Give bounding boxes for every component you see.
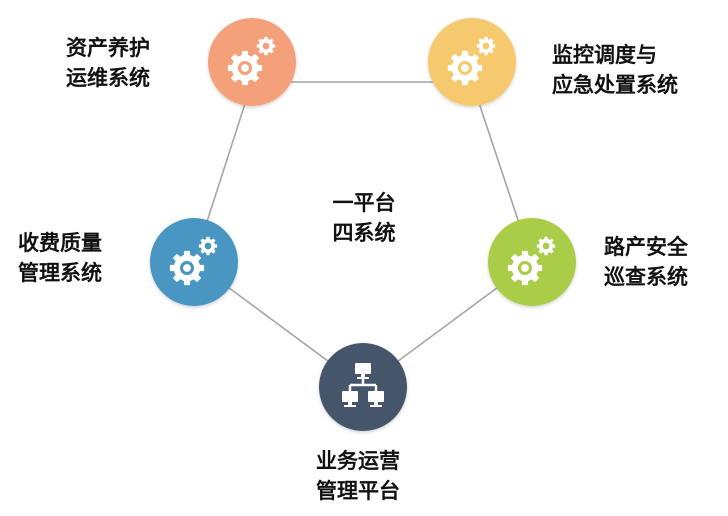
center-title-line2: 四系统: [332, 221, 396, 245]
label-monitor: 监控调度与 应急处置系统: [552, 40, 678, 100]
gears-icon: [447, 36, 496, 86]
gears-icon: [227, 36, 276, 86]
center-title-line1: 一平台: [332, 191, 396, 215]
node-business-circle: [319, 343, 407, 431]
network-icon: [342, 363, 384, 407]
label-asset-line1: 资产养护: [66, 36, 150, 60]
label-toll-line2: 管理系统: [18, 261, 102, 285]
label-toll-line1: 收费质量: [18, 231, 102, 255]
gears-icon: [507, 236, 556, 286]
node-business[interactable]: [319, 343, 407, 431]
label-monitor-line2: 应急处置系统: [552, 73, 678, 97]
gears-icon: [169, 236, 218, 286]
label-monitor-line1: 监控调度与: [552, 43, 657, 67]
label-business-line2: 管理平台: [316, 479, 400, 503]
node-asset[interactable]: [208, 18, 296, 106]
center-title: 一平台 四系统: [300, 188, 428, 248]
label-asset: 资产养护 运维系统: [66, 33, 150, 93]
label-road-line2: 巡查系统: [604, 265, 688, 289]
node-toll[interactable]: [150, 218, 238, 306]
label-business-line1: 业务运营: [316, 449, 400, 473]
label-road-line1: 路产安全: [604, 235, 688, 259]
label-toll: 收费质量 管理系统: [18, 228, 102, 288]
label-asset-line2: 运维系统: [66, 66, 150, 90]
node-monitor[interactable]: [428, 18, 516, 106]
label-business: 业务运营 管理平台: [316, 446, 400, 506]
label-road: 路产安全 巡查系统: [604, 232, 688, 292]
node-road[interactable]: [488, 218, 576, 306]
